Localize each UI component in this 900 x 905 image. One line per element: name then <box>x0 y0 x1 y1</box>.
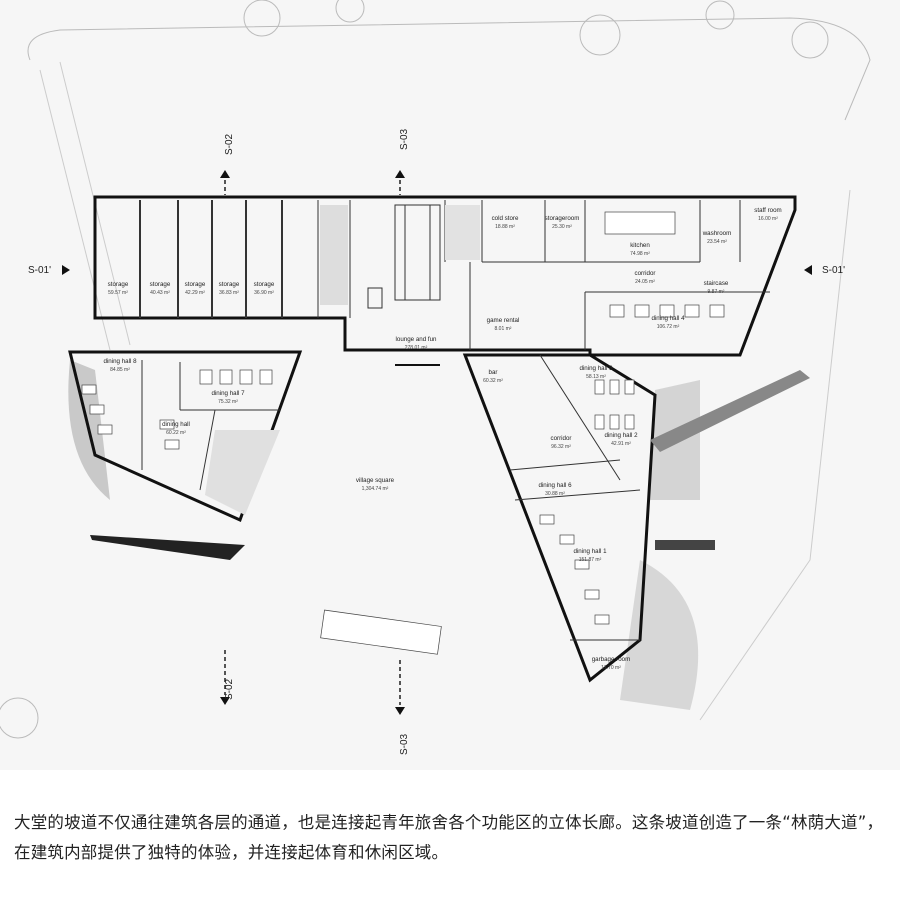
service-partitions <box>444 200 770 350</box>
site-road <box>39 61 131 351</box>
room-storage-1: storage <box>108 281 129 288</box>
room-bar: bar <box>489 369 498 376</box>
ramp-rect <box>655 540 715 550</box>
room-dining-7-area: 75.32 m² <box>218 399 238 405</box>
room-lounge: lounge and fun <box>396 336 438 343</box>
section-label-s01-right: S-01' <box>822 265 845 276</box>
north-tables <box>609 304 725 318</box>
room-storageroom: storageroom <box>545 215 580 222</box>
room-dining-4-area: 106.72 m² <box>657 324 680 330</box>
room-kitchen: kitchen <box>630 242 650 249</box>
shade-right <box>620 560 699 710</box>
room-dining-6-area: 30.88 m² <box>545 491 565 497</box>
room-dining-2-area: 42.91 m² <box>611 441 631 447</box>
floor-plan: S-02 S-03 S-01' S-01' S-02 S-03 storage … <box>0 0 871 755</box>
room-lounge-area: 278.01 m² <box>405 345 428 351</box>
hatch-zone-1 <box>320 205 348 305</box>
room-washroom-area: 23.54 m² <box>707 239 727 245</box>
room-dining-6: dining hall 6 <box>538 482 572 489</box>
room-dining-hall: dining hall <box>162 421 190 428</box>
room-dining-8-area: 84.85 m² <box>110 367 130 373</box>
room-storage-5: storage <box>254 281 275 288</box>
lounge-stair <box>367 204 441 309</box>
ramp-right <box>650 370 810 452</box>
hatch-zone-2 <box>445 205 480 260</box>
room-dining-4: dining hall 4 <box>651 315 685 322</box>
room-corridor-top-area: 24.05 m² <box>635 279 655 285</box>
room-storage-2: storage <box>150 281 171 288</box>
site-boundary <box>27 17 871 121</box>
room-staff-room-area: 16.00 m² <box>758 216 778 222</box>
section-markers <box>62 170 812 715</box>
room-cold-store-area: 18.88 m² <box>495 224 515 230</box>
room-dining-1: dining hall 1 <box>573 548 607 555</box>
west-wing-partitions <box>141 360 280 491</box>
room-corridor-mid-area: 96.32 m² <box>551 444 571 450</box>
storage-partitions <box>139 200 351 318</box>
room-staircase-area: 9.87 m² <box>708 289 725 295</box>
room-storage-3: storage <box>185 281 206 288</box>
room-cold-store: cold store <box>492 215 519 222</box>
room-dining-7: dining hall 7 <box>211 390 245 397</box>
room-storage-1-area: 59.57 m² <box>108 290 128 296</box>
room-staircase: staircase <box>704 280 729 287</box>
room-dining-hall-area: 60.22 m² <box>166 430 186 436</box>
kitchen-counter <box>604 211 676 235</box>
room-washroom: washroom <box>702 230 732 237</box>
hatch-zone-3 <box>205 430 280 515</box>
north-block-walls <box>93 195 797 357</box>
room-garbage: garbage room <box>592 656 631 663</box>
room-garbage-area: 17.70 m² <box>601 665 621 671</box>
room-bar-area: 60.32 m² <box>483 378 503 384</box>
west-wing-walls <box>68 350 303 523</box>
floor-plan-drawing: S-02 S-03 S-01' S-01' S-02 S-03 storage … <box>0 0 871 755</box>
room-game-rental: game rental <box>487 317 520 324</box>
room-village-square: village square <box>356 477 395 484</box>
east-tables <box>539 379 635 625</box>
room-storage-4: storage <box>219 281 240 288</box>
room-dining-8: dining hall 8 <box>103 358 137 365</box>
room-kitchen-area: 74.98 m² <box>630 251 650 257</box>
room-storage-5-area: 36.90 m² <box>254 290 274 296</box>
west-tables <box>81 369 273 450</box>
site-edge-right <box>699 189 851 721</box>
room-storage-4-area: 36.83 m² <box>219 290 239 296</box>
east-wing-walls <box>462 353 657 683</box>
square-bench <box>320 609 442 655</box>
trees <box>0 0 829 739</box>
ramp-left <box>90 535 245 560</box>
room-labels: storage 59.57 m² storage 40.43 m² storag… <box>103 207 781 671</box>
section-label-s01-left: S-01' <box>28 265 51 276</box>
room-game-rental-area: 8.01 m² <box>495 326 512 332</box>
section-label-s03-bottom: S-03 <box>399 733 410 755</box>
room-staff-room: staff room <box>754 207 781 214</box>
caption-text: 大堂的坡道不仅通往建筑各层的通道，也是连接起青年旅舍各个功能区的立体长廊。这条坡… <box>14 813 884 862</box>
room-storage-2-area: 40.43 m² <box>150 290 170 296</box>
room-dining-3: dining hall 3 <box>579 365 613 372</box>
room-corridor-top: corridor <box>635 270 656 277</box>
section-label-s02-top: S-02 <box>224 133 235 155</box>
room-storage-3-area: 42.29 m² <box>185 290 205 296</box>
room-dining-1-area: 151.87 m² <box>579 557 602 563</box>
room-village-square-area: 1,304.74 m² <box>362 486 389 492</box>
room-dining-3-area: 58.13 m² <box>586 374 606 380</box>
section-label-s02-bottom: S-02 <box>224 678 235 700</box>
room-dining-2: dining hall 2 <box>604 432 638 439</box>
east-wing-partitions <box>509 354 641 641</box>
section-label-s03-top: S-03 <box>399 128 410 150</box>
room-storageroom-area: 25.30 m² <box>552 224 572 230</box>
room-corridor-mid: corridor <box>551 435 572 442</box>
